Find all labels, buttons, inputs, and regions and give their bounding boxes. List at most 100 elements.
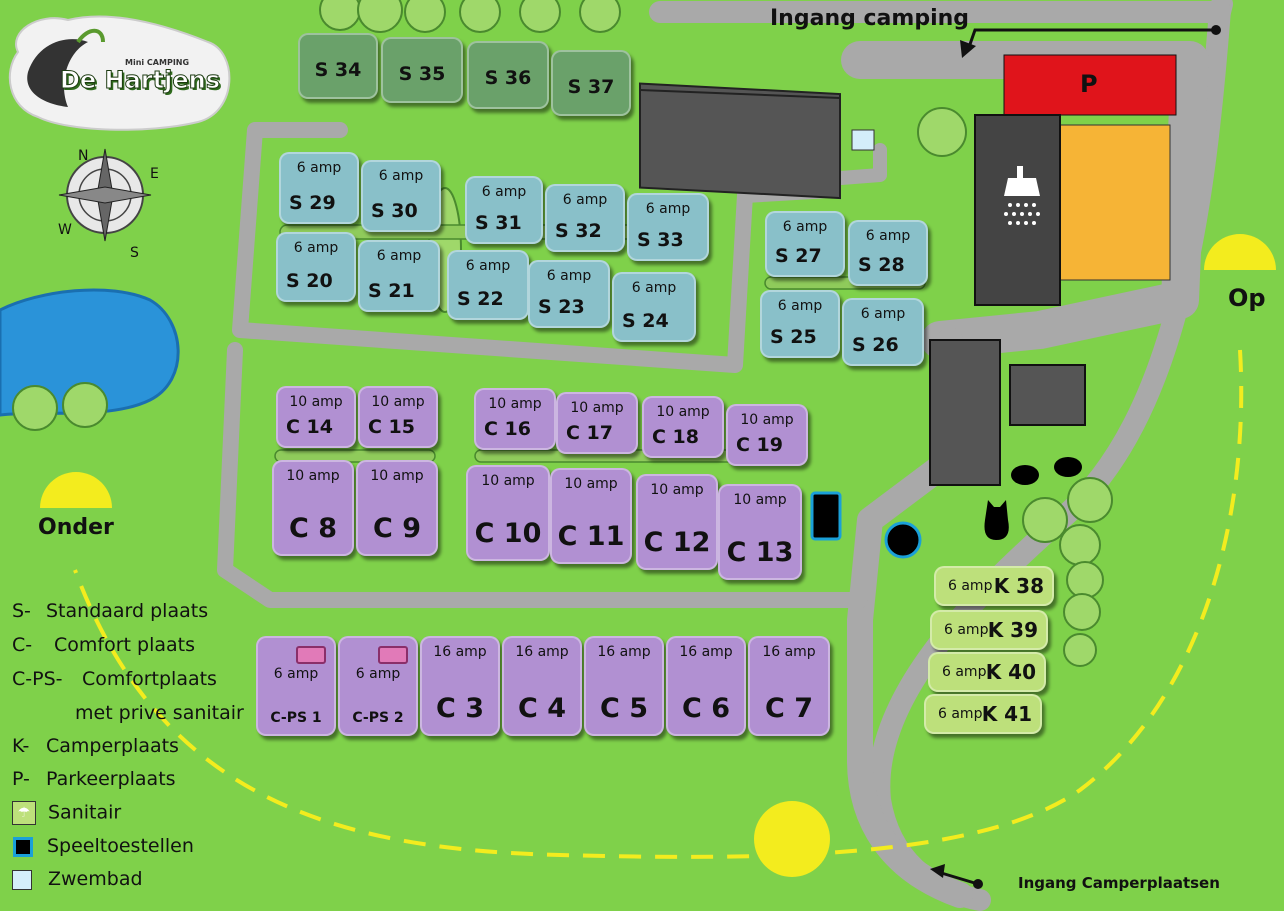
shower-icon-large: [1004, 166, 1040, 225]
plot-code: K 39: [987, 618, 1038, 642]
chicken-icon: [1054, 457, 1082, 477]
plot-code: K 38: [993, 574, 1044, 598]
tree: [579, 0, 621, 33]
tree: [12, 385, 58, 431]
tree: [519, 0, 561, 33]
plot-code: C 11: [557, 521, 625, 552]
hedge: [274, 449, 436, 463]
plot-code: S 34: [314, 59, 362, 81]
plot-amp: 10 amp: [481, 473, 535, 489]
plot-amp: 6 amp: [948, 578, 993, 594]
plot-c4[interactable]: 16 amp C 4: [502, 636, 582, 736]
plot-amp: 6 amp: [562, 192, 608, 208]
legend-key: S-: [12, 600, 31, 622]
plot-s20[interactable]: 6 amp S 20: [276, 232, 356, 302]
barn-building: [639, 82, 841, 200]
logo: [8, 15, 231, 131]
plot-code: C 17: [566, 422, 613, 444]
plot-code: S 37: [567, 76, 615, 98]
plot-code: C 13: [726, 537, 794, 568]
plot-amp: 6 amp: [645, 201, 691, 217]
plot-code: C 8: [288, 513, 337, 544]
plot-code: C 4: [517, 693, 566, 724]
plot-code: C 16: [484, 418, 531, 440]
plot-c16[interactable]: 10 amp C 16: [474, 388, 556, 450]
shed-building: [1009, 364, 1086, 426]
tree: [1059, 524, 1101, 566]
sanitair-building-yard: [1039, 124, 1171, 281]
tree: [1067, 477, 1113, 523]
playground-1: [810, 491, 842, 541]
private-sanitair-icon: [378, 646, 408, 664]
plot-c11[interactable]: 10 amp C 11: [550, 468, 632, 564]
legend-item: ☂Sanitair: [12, 801, 121, 825]
cat-icon: [984, 500, 1009, 540]
plot-code: C 7: [764, 693, 813, 724]
plot-amp: 6 amp: [293, 240, 339, 256]
plot-amp: 16 amp: [433, 644, 487, 660]
legend-text: Speeltoestellen: [47, 835, 194, 857]
down-label: Onder: [38, 515, 114, 540]
pool-icon: [12, 869, 32, 890]
plot-s36[interactable]: S 36: [467, 41, 549, 109]
walking-path: [73, 349, 1244, 859]
plot-code: S 22: [457, 288, 504, 310]
plot-amp: 10 amp: [488, 396, 542, 412]
plot-s34[interactable]: S 34: [298, 33, 378, 99]
legend-item: P-Parkeerplaats: [12, 768, 176, 790]
logo-name[interactable]: De Hartjens: [59, 66, 221, 95]
plot-code: C 12: [643, 527, 711, 558]
plot-s37[interactable]: S 37: [551, 50, 631, 116]
plot-amp: 6 amp: [942, 664, 987, 680]
plot-amp: 10 amp: [289, 394, 343, 410]
tree: [1063, 633, 1097, 667]
entrance-camper-label: Ingang Camperplaatsen: [1018, 874, 1220, 892]
plot-s35[interactable]: S 35: [381, 37, 463, 103]
plot-code: C 9: [372, 513, 421, 544]
parking-label[interactable]: P: [1080, 70, 1098, 98]
plot-code: S 20: [286, 270, 333, 292]
playground-2: [884, 521, 922, 559]
compass-north: N: [78, 148, 89, 164]
legend-item: S-Standaard plaats: [12, 600, 208, 622]
road-lower-loop: [217, 342, 868, 608]
plot-amp: 16 amp: [515, 644, 569, 660]
tree: [1063, 593, 1101, 631]
camper-entrance-arrow: [937, 870, 979, 886]
plot-amp: 10 amp: [564, 476, 618, 492]
compass-east: E: [150, 166, 159, 182]
